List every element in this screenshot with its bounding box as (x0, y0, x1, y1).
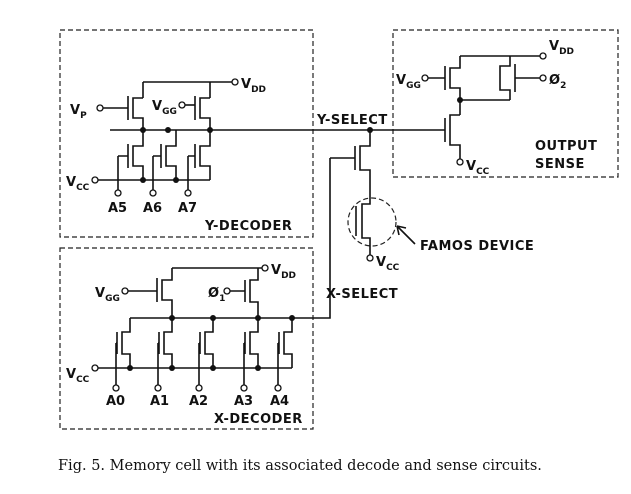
out-vdd-label: VDD (549, 39, 574, 57)
x-vdd-label: VDD (271, 263, 296, 281)
famos-label: FAMOS DEVICE (420, 239, 534, 254)
y-vcc-label: VCC (66, 175, 90, 193)
y-pulldown-a7 (187, 130, 211, 190)
x-pulldown-a4 (277, 318, 293, 385)
out-vgg-label: VGG (396, 73, 421, 91)
famos-circle (347, 197, 397, 247)
x-pulldown-a3 (243, 318, 259, 385)
x-pulldown-a1 (157, 318, 173, 385)
output-sense-box (392, 29, 619, 178)
x-pulldown-a2 (198, 318, 214, 385)
vp-label: VP (70, 103, 87, 121)
addr-a0: A0 (106, 394, 125, 409)
y-decoder-label: Y-DECODER (204, 219, 292, 234)
figure-caption: Fig. 5. Memory cell with its associated … (58, 458, 542, 474)
addr-a1: A1 (150, 394, 169, 409)
famos-vcc-label: VCC (376, 255, 400, 273)
phi1-label: Ø1 (208, 286, 225, 304)
addr-a5: A5 (108, 201, 127, 216)
addr-a3: A3 (234, 394, 253, 409)
y-pulldown-a6 (152, 130, 177, 190)
out-vcc-label: VCC (466, 159, 490, 177)
x-select-label: X-SELECT (326, 287, 398, 302)
y-pulldown-a5 (117, 130, 144, 190)
addr-a6: A6 (143, 201, 162, 216)
addr-a2: A2 (189, 394, 208, 409)
x-decoder-box (59, 247, 314, 430)
famos-transistor (361, 190, 371, 255)
output-label-line1: OUTPUT (535, 139, 597, 154)
x-vgg-label: VGG (95, 286, 120, 304)
y-vdd-label: VDD (241, 77, 266, 95)
y-vgg-label: VGG (152, 99, 177, 117)
x-vcc-label: VCC (66, 367, 90, 385)
y-decoder-box (59, 29, 314, 238)
phi2-label: Ø2 (549, 73, 566, 91)
addr-a4: A4 (270, 394, 289, 409)
output-label-line2: SENSE (535, 157, 585, 172)
x-decoder-label: X-DECODER (214, 412, 303, 427)
y-select-label: Y-SELECT (316, 113, 388, 128)
addr-a7: A7 (178, 201, 197, 216)
x-pulldown-a0 (115, 318, 131, 385)
